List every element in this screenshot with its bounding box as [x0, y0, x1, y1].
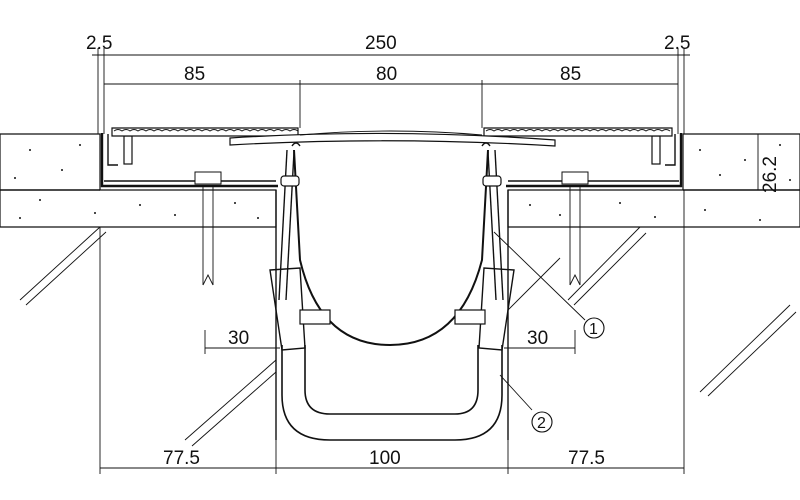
- dim-height-right: 26.2: [760, 156, 781, 193]
- cover-plate-center: [229, 130, 556, 147]
- dim-plate-middle: 80: [376, 64, 397, 85]
- dim-plate-right: 85: [560, 64, 581, 85]
- clamp-bar-right: [481, 142, 504, 301]
- dim-top-right-gap: 2.5: [664, 33, 690, 54]
- anchor-bolt-right: [561, 171, 589, 286]
- drainage-gutter: [281, 345, 503, 441]
- dim-plate-left: 85: [184, 64, 205, 85]
- hatch-right: [507, 226, 797, 397]
- clamp-bar-left: [278, 142, 301, 301]
- cover-plate-right: [483, 127, 673, 137]
- dim-bottom-middle: 100: [369, 448, 401, 469]
- cover-plate-left: [111, 127, 299, 137]
- dim-bottom-left: 77.5: [163, 448, 200, 469]
- callout-circle-2: [531, 411, 553, 433]
- callout-leaders: [493, 231, 605, 433]
- hatch-left: [19, 226, 277, 447]
- dimension-lines: [92, 48, 770, 474]
- concrete-texture: [14, 144, 791, 221]
- edge-frame-left: [100, 133, 278, 188]
- rubber-membrane: [293, 149, 489, 347]
- callout-circle-1: [583, 317, 605, 339]
- bracket-right: [454, 267, 515, 351]
- callout-label-2: 2: [537, 415, 546, 432]
- anchor-bolt-left: [194, 171, 222, 286]
- dim-top-left-gap: 2.5: [86, 33, 112, 54]
- callout-label-1: 1: [589, 321, 598, 338]
- dim-top-overall: 250: [365, 33, 397, 54]
- dim-clamp-right: 30: [527, 328, 548, 349]
- dim-clamp-left: 30: [228, 328, 249, 349]
- dim-bottom-right: 77.5: [568, 448, 605, 469]
